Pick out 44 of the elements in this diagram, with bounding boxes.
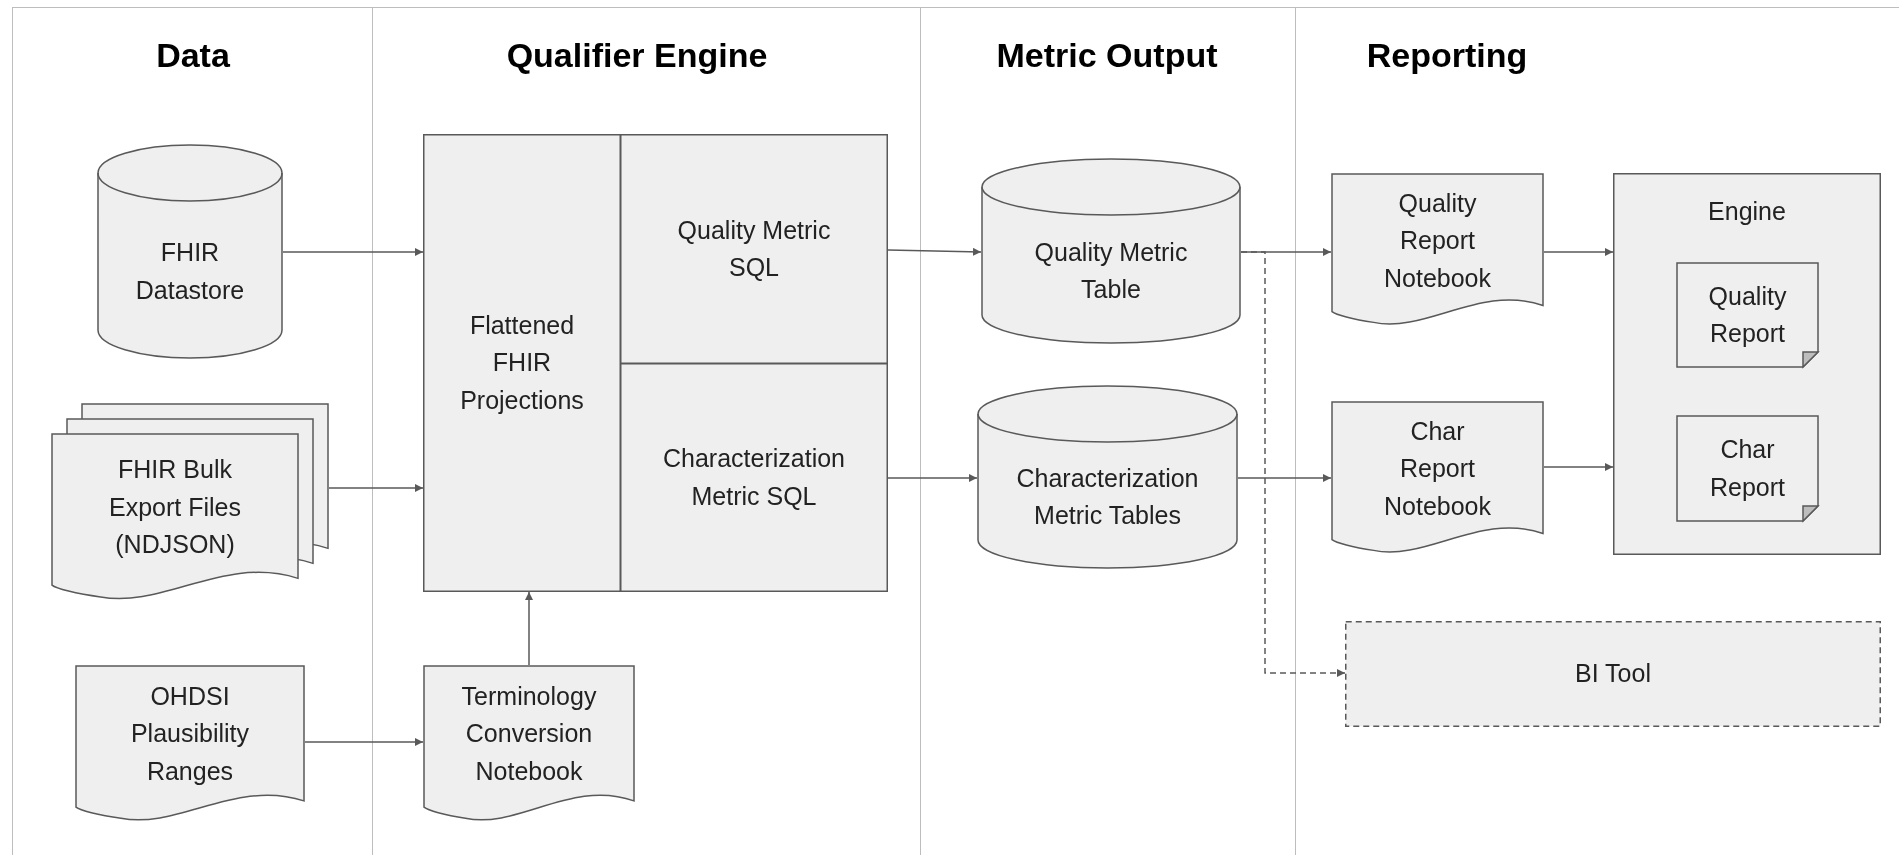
node-label: Char Report Notebook [1383, 415, 1492, 522]
document-shape [1331, 173, 1544, 327]
page-shape [1676, 262, 1819, 368]
process-box [423, 134, 621, 592]
column-header: Qualifier Engine [506, 35, 768, 76]
document-shape [1331, 401, 1544, 555]
process-box [620, 363, 888, 592]
arrow [887, 247, 982, 256]
process-box [620, 134, 888, 364]
database-cylinder [977, 386, 1238, 568]
node-label: Quality Report Notebook [1383, 187, 1492, 294]
node-label: FHIR Bulk Export Files (NDJSON) [108, 454, 242, 561]
node-label: Engine [1708, 196, 1786, 227]
arrow [328, 484, 424, 492]
database-cylinder [97, 145, 283, 358]
arrow [1240, 251, 1346, 677]
column-header: Reporting [1366, 35, 1528, 76]
node-label: FHIR Datastore [134, 237, 246, 306]
node-label: Quality Metric SQL [676, 214, 832, 283]
node-label: BI Tool [1575, 658, 1651, 690]
node-label: Flattened FHIR Projections [459, 309, 585, 416]
arrow [887, 474, 978, 482]
document-stack [51, 403, 329, 602]
document-shape [423, 665, 635, 823]
arrow [282, 248, 424, 256]
node-label: Characterization Metric Tables [1015, 462, 1200, 531]
database-cylinder [981, 159, 1241, 343]
arrow [1543, 248, 1614, 256]
node-label: OHDSI Plausibility Ranges [129, 680, 251, 787]
page-shape [1676, 415, 1819, 522]
document-shape [75, 665, 305, 823]
arrow [304, 738, 424, 746]
container-box [1613, 173, 1881, 555]
column-header: Metric Output [996, 35, 1218, 76]
arrow [1543, 463, 1614, 471]
node-label: Quality Report [1707, 280, 1788, 349]
node-label: Characterization Metric SQL [662, 443, 846, 512]
dashed-box [1345, 621, 1881, 727]
node-label: Char Report [1708, 434, 1786, 503]
arrow [1237, 474, 1332, 482]
node-label: Terminology Conversion Notebook [460, 680, 598, 787]
node-label: Quality Metric Table [1033, 236, 1189, 305]
arrow [525, 591, 533, 666]
column-header: Data [156, 35, 230, 76]
